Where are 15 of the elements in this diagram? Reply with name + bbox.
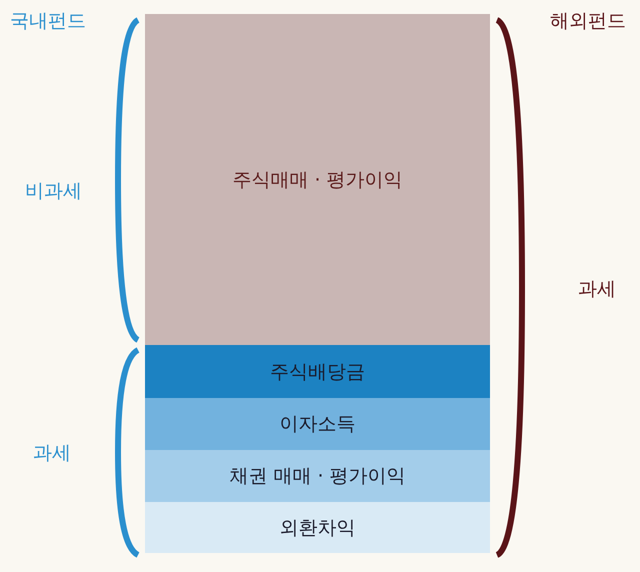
stacked-band [145,345,490,398]
brace-label: 비과세 [25,179,82,204]
stacked-band [145,398,490,450]
band-label: 채권 매매 · 평가이익 [229,464,406,489]
band-label: 주식매매 · 평가이익 [232,168,403,192]
brace-label: 과세 [33,441,71,466]
stacked-band [145,502,490,553]
band-label: 주식배당금 [270,360,365,384]
stacked-band [145,14,490,345]
brace-label: 해외펀드 [550,9,626,34]
band-label: 외환차익 [280,516,356,540]
brace-label: 과세 [578,277,616,302]
brace-label: 국내펀드 [10,9,86,34]
band-label: 이자소득 [280,412,356,437]
stacked-band [145,450,490,502]
